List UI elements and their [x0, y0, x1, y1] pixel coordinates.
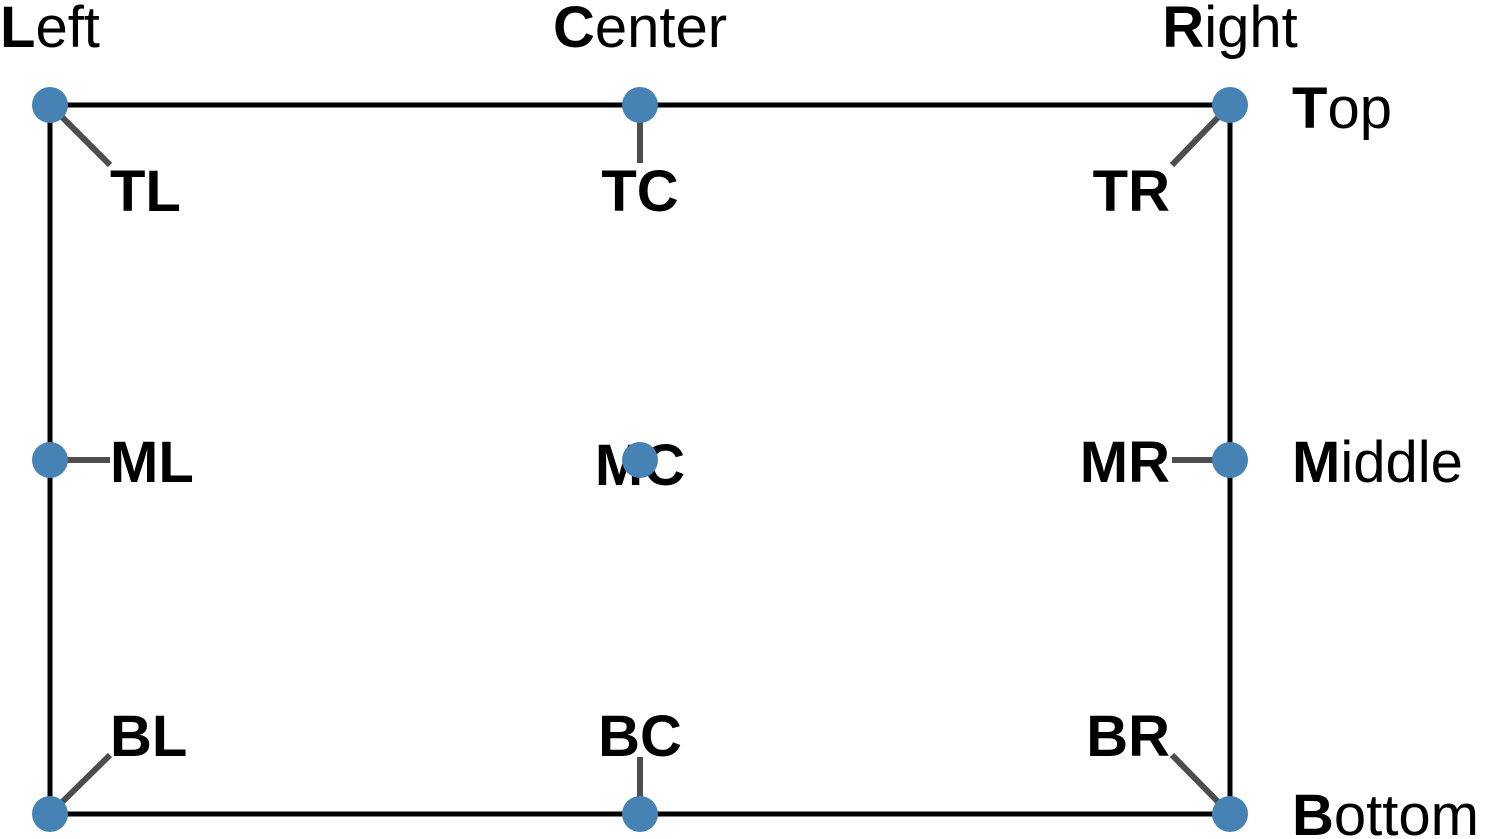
point-label-tc: TC: [601, 159, 678, 224]
anchor-point-bl: [32, 796, 68, 832]
point-label-tl: TL: [110, 159, 181, 224]
anchor-point-tr: [1212, 87, 1248, 123]
row-bottom-initial: B: [1292, 783, 1334, 839]
point-label-bl: BL: [110, 704, 187, 769]
column-left-initial: L: [0, 0, 35, 60]
column-label-right: Right: [1162, 0, 1297, 60]
row-top-initial: T: [1292, 76, 1327, 141]
column-center-initial: C: [553, 0, 595, 60]
row-label-top: Top: [1292, 76, 1392, 141]
point-label-br: BR: [1086, 704, 1170, 769]
anchor-point-mc: [622, 442, 658, 478]
row-middle-rest: iddle: [1340, 430, 1463, 495]
column-label-center: Center: [553, 0, 727, 60]
anchor-point-tc: [622, 87, 658, 123]
point-label-mr: MR: [1080, 430, 1170, 495]
column-right-initial: R: [1162, 0, 1204, 60]
column-right-rest: ight: [1204, 0, 1298, 60]
point-label-ml: ML: [110, 430, 194, 495]
column-left-rest: eft: [35, 0, 100, 60]
row-label-bottom: Bottom: [1292, 783, 1479, 839]
row-top-rest: op: [1327, 76, 1392, 141]
point-label-tr: TR: [1093, 159, 1170, 224]
point-label-bc: BC: [598, 704, 682, 769]
anchor-point-bc: [622, 796, 658, 832]
anchor-point-br: [1212, 796, 1248, 832]
column-center-rest: enter: [595, 0, 727, 60]
column-label-left: Left: [0, 0, 100, 60]
row-label-middle: Middle: [1292, 430, 1463, 495]
anchor-point-mr: [1212, 442, 1248, 478]
anchor-point-tl: [32, 87, 68, 123]
row-middle-initial: M: [1292, 430, 1340, 495]
anchor-point-ml: [32, 442, 68, 478]
row-bottom-rest: ottom: [1334, 783, 1479, 839]
